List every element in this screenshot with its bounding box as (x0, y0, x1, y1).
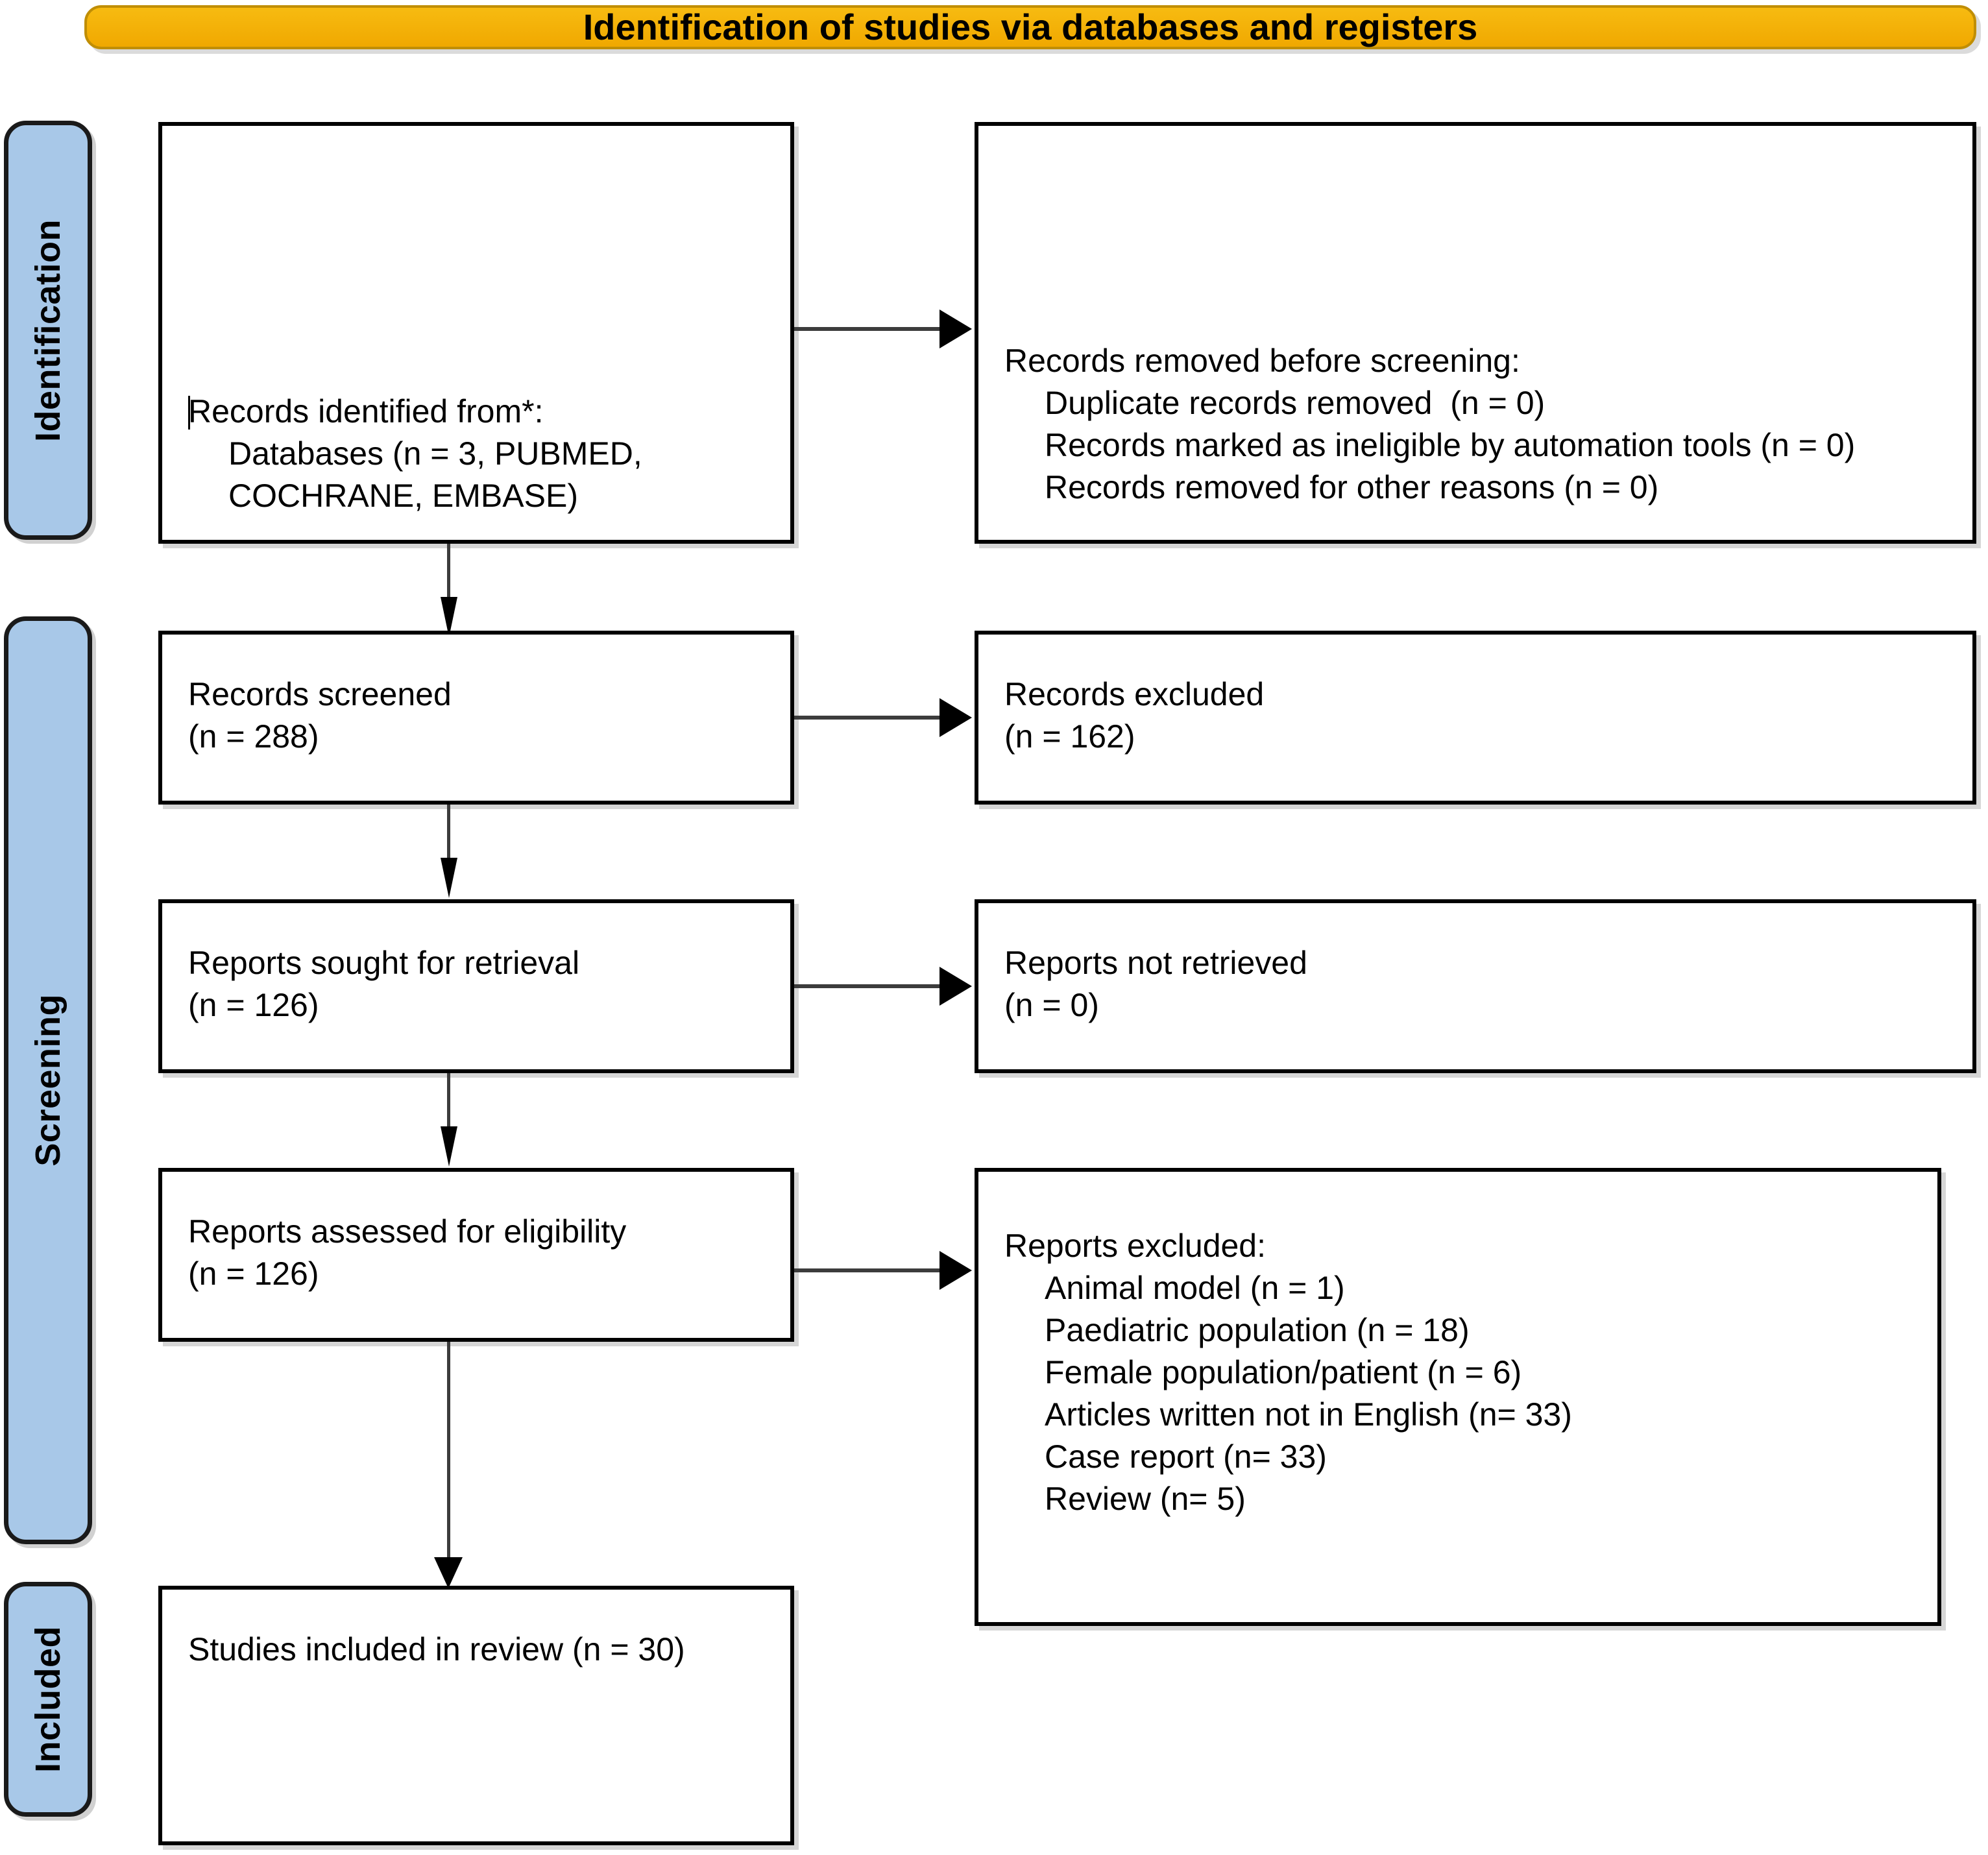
box-reports-assessed-for-eligibility: Reports assessed for eligibility (n = 12… (158, 1168, 794, 1342)
records-excluded-line-1: Records excluded (1004, 676, 1265, 712)
arrow-head-sought-to-assessed (441, 1126, 457, 1167)
phase-bar-screening: Screening (4, 616, 92, 1544)
reports-assessed-line-1: Reports assessed for eligibility (188, 1213, 627, 1250)
phase-label-screening: Screening (29, 994, 67, 1167)
text-caret (188, 396, 190, 430)
reports-excluded-item-6: Review (n= 5) (1045, 1481, 1246, 1517)
reports-excluded-item-4: Articles written not in English (n= 33) (1045, 1396, 1572, 1433)
arrow-line-screened-to-sought (447, 805, 450, 884)
arrow-line-screened-to-excluded (794, 716, 941, 720)
arrow-line-sought-to-not-retrieved (794, 984, 941, 988)
box-reports-sought-for-retrieval: Reports sought for retrieval (n = 126) (158, 899, 794, 1073)
records-screened-line-2: (n = 288) (188, 718, 319, 755)
box-reports-excluded: Reports excluded: Animal model (n = 1) P… (975, 1168, 1941, 1626)
phase-bar-identification: Identification (4, 121, 92, 540)
arrow-line-sought-to-assessed (447, 1073, 450, 1152)
records-screened-line-1: Records screened (188, 676, 452, 712)
arrow-line-assessed-to-excluded (794, 1268, 941, 1272)
arrow-head-screened-to-excluded (939, 698, 972, 737)
arrow-head-identified-to-removed (939, 309, 972, 348)
arrow-head-assessed-to-excluded (939, 1251, 972, 1290)
records-removed-item-1: Duplicate records removed (n = 0) (1045, 385, 1546, 421)
reports-excluded-item-2: Paediatric population (n = 18) (1045, 1312, 1470, 1348)
reports-excluded-item-1: Animal model (n = 1) (1045, 1270, 1345, 1306)
box-records-screened: Records screened (n = 288) (158, 631, 794, 805)
header-banner: Identification of studies via databases … (84, 5, 1976, 49)
box-studies-included-in-review: Studies included in review (n = 30) (158, 1586, 794, 1845)
records-identified-line-2: Databases (n = 3, PUBMED, COCHRANE, EMBA… (228, 435, 651, 514)
records-removed-heading: Records removed before screening: (1004, 340, 1956, 382)
arrow-line-assessed-to-included (447, 1342, 450, 1570)
reports-not-retrieved-line-2: (n = 0) (1004, 987, 1099, 1023)
records-excluded-line-2: (n = 162) (1004, 718, 1135, 755)
reports-not-retrieved-line-1: Reports not retrieved (1004, 945, 1307, 981)
arrow-head-assessed-to-included (434, 1557, 463, 1588)
reports-excluded-heading: Reports excluded: (1004, 1228, 1267, 1264)
records-removed-heading-italic: before screening (1269, 343, 1511, 379)
reports-excluded-item-3: Female population/patient (n = 6) (1045, 1354, 1522, 1390)
phase-label-identification: Identification (29, 219, 67, 442)
records-removed-heading-suffix: : (1510, 343, 1520, 379)
box-records-excluded: Records excluded (n = 162) (975, 631, 1976, 805)
reports-sought-line-2: (n = 126) (188, 987, 319, 1023)
studies-included-line-1: Studies included in review (n = 30) (188, 1631, 685, 1667)
box-records-identified: Records identified from*: Databases (n =… (158, 122, 794, 544)
records-removed-item-2: Records marked as ineligible by automati… (1045, 427, 1856, 463)
box-reports-not-retrieved: Reports not retrieved (n = 0) (975, 899, 1976, 1073)
reports-excluded-item-5: Case report (n= 33) (1045, 1438, 1327, 1475)
arrow-line-identified-to-removed (794, 327, 941, 331)
arrow-head-sought-to-not-retrieved (939, 967, 972, 1006)
arrow-line-identified-to-screened (447, 544, 450, 622)
phase-bar-included: Included (4, 1582, 92, 1817)
reports-sought-line-1: Reports sought for retrieval (188, 945, 580, 981)
arrow-head-screened-to-sought (441, 858, 457, 898)
banner-title: Identification of studies via databases … (583, 6, 1478, 48)
records-identified-line-1: Records identified from*: (188, 393, 544, 430)
phase-label-included: Included (29, 1625, 67, 1773)
arrow-head-identified-to-screened (441, 597, 457, 637)
records-removed-heading-prefix: Records removed (1004, 343, 1270, 379)
reports-assessed-line-2: (n = 126) (188, 1255, 319, 1292)
box-records-removed-before-screening: Records removed before screening: Duplic… (975, 122, 1976, 544)
records-removed-item-3: Records removed for other reasons (n = 0… (1045, 469, 1659, 505)
